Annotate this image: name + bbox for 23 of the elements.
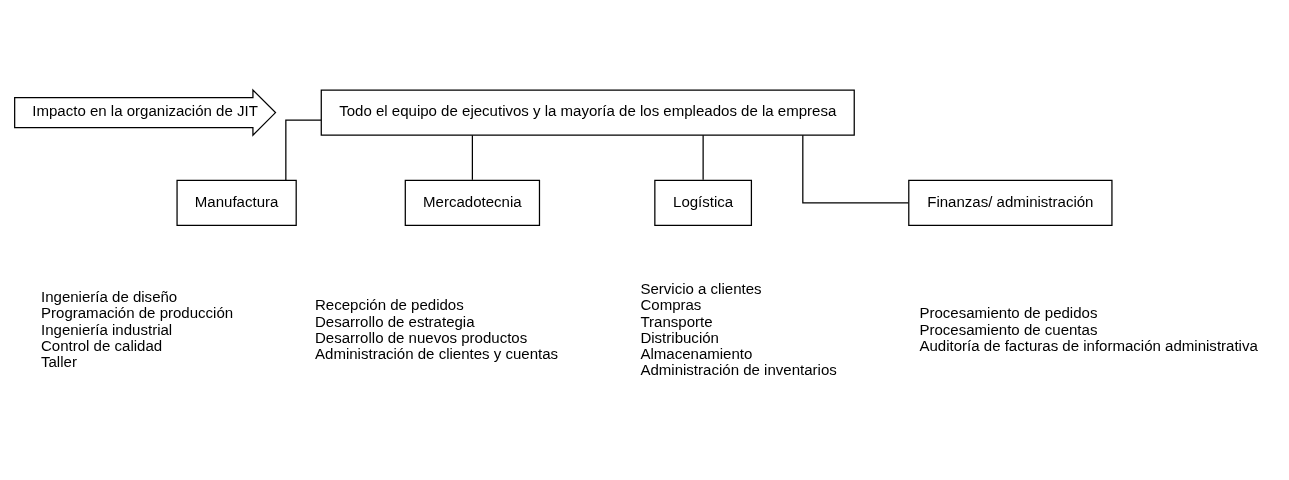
node-box: Logística	[654, 179, 753, 226]
connector	[702, 134, 704, 180]
node-label: Ingeniería industrial	[41, 320, 173, 338]
node-label: Taller	[41, 352, 77, 370]
connector	[802, 134, 910, 203]
node-label: Recepción de pedidos	[315, 295, 464, 313]
node-label: Almacenamiento	[640, 344, 753, 362]
node-label: Desarrollo de estrategia	[315, 312, 475, 330]
node-box: Todo el equipo de ejecutivos y la mayoría de los empleados de la empresa	[320, 88, 855, 136]
node-label: Procesamiento de cuentas	[919, 320, 1098, 338]
connector	[285, 119, 322, 181]
node-label: Administración de inventarios	[640, 360, 837, 378]
node-label: Auditoría de facturas de información administrativa	[919, 336, 1258, 354]
node-label: Distribución	[640, 328, 719, 346]
node-box: Manufactura	[176, 179, 297, 226]
node-box: Finanzas/ administración	[908, 179, 1113, 226]
node-label: Transporte	[640, 312, 713, 330]
node-label: Ingeniería de diseño	[41, 287, 178, 305]
connector	[471, 134, 473, 180]
node-label: Compras	[640, 295, 702, 313]
node-label: Procesamiento de pedidos	[919, 303, 1098, 321]
node-label: Servicio a clientes	[640, 279, 762, 297]
node-box: Mercadotecnia	[404, 179, 541, 226]
